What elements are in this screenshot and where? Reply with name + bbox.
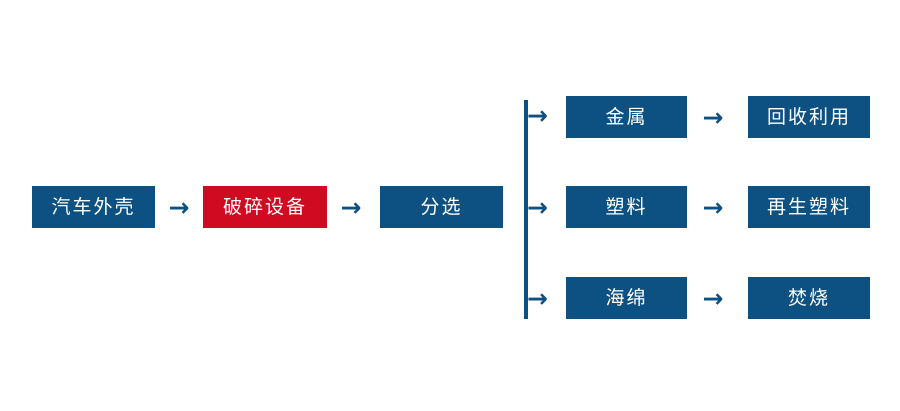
- node-plastic[interactable]: 塑料: [566, 186, 687, 228]
- node-incineration[interactable]: 焚烧: [748, 277, 870, 319]
- node-car-shell[interactable]: 汽车外壳: [32, 186, 155, 228]
- branch-arrow-icon-sponge: →: [527, 283, 548, 313]
- arrow-right-icon-2: →: [340, 192, 362, 222]
- node-sponge[interactable]: 海绵: [566, 277, 687, 319]
- split-trunk-line: [524, 100, 528, 319]
- arrow-right-icon-plastic: →: [702, 192, 724, 222]
- node-regenerated-plastic[interactable]: 再生塑料: [748, 186, 870, 228]
- branch-arrow-icon-plastic: →: [527, 192, 548, 222]
- node-recycle-reuse[interactable]: 回收利用: [748, 96, 870, 138]
- node-crusher[interactable]: 破碎设备: [203, 186, 327, 228]
- node-sorting[interactable]: 分选: [380, 186, 503, 228]
- arrow-right-icon-1: →: [168, 192, 190, 222]
- arrow-right-icon-sponge: →: [702, 283, 724, 313]
- arrow-right-icon-metal: →: [702, 102, 724, 132]
- branch-arrow-icon-metal: →: [527, 100, 548, 130]
- node-metal[interactable]: 金属: [566, 96, 687, 138]
